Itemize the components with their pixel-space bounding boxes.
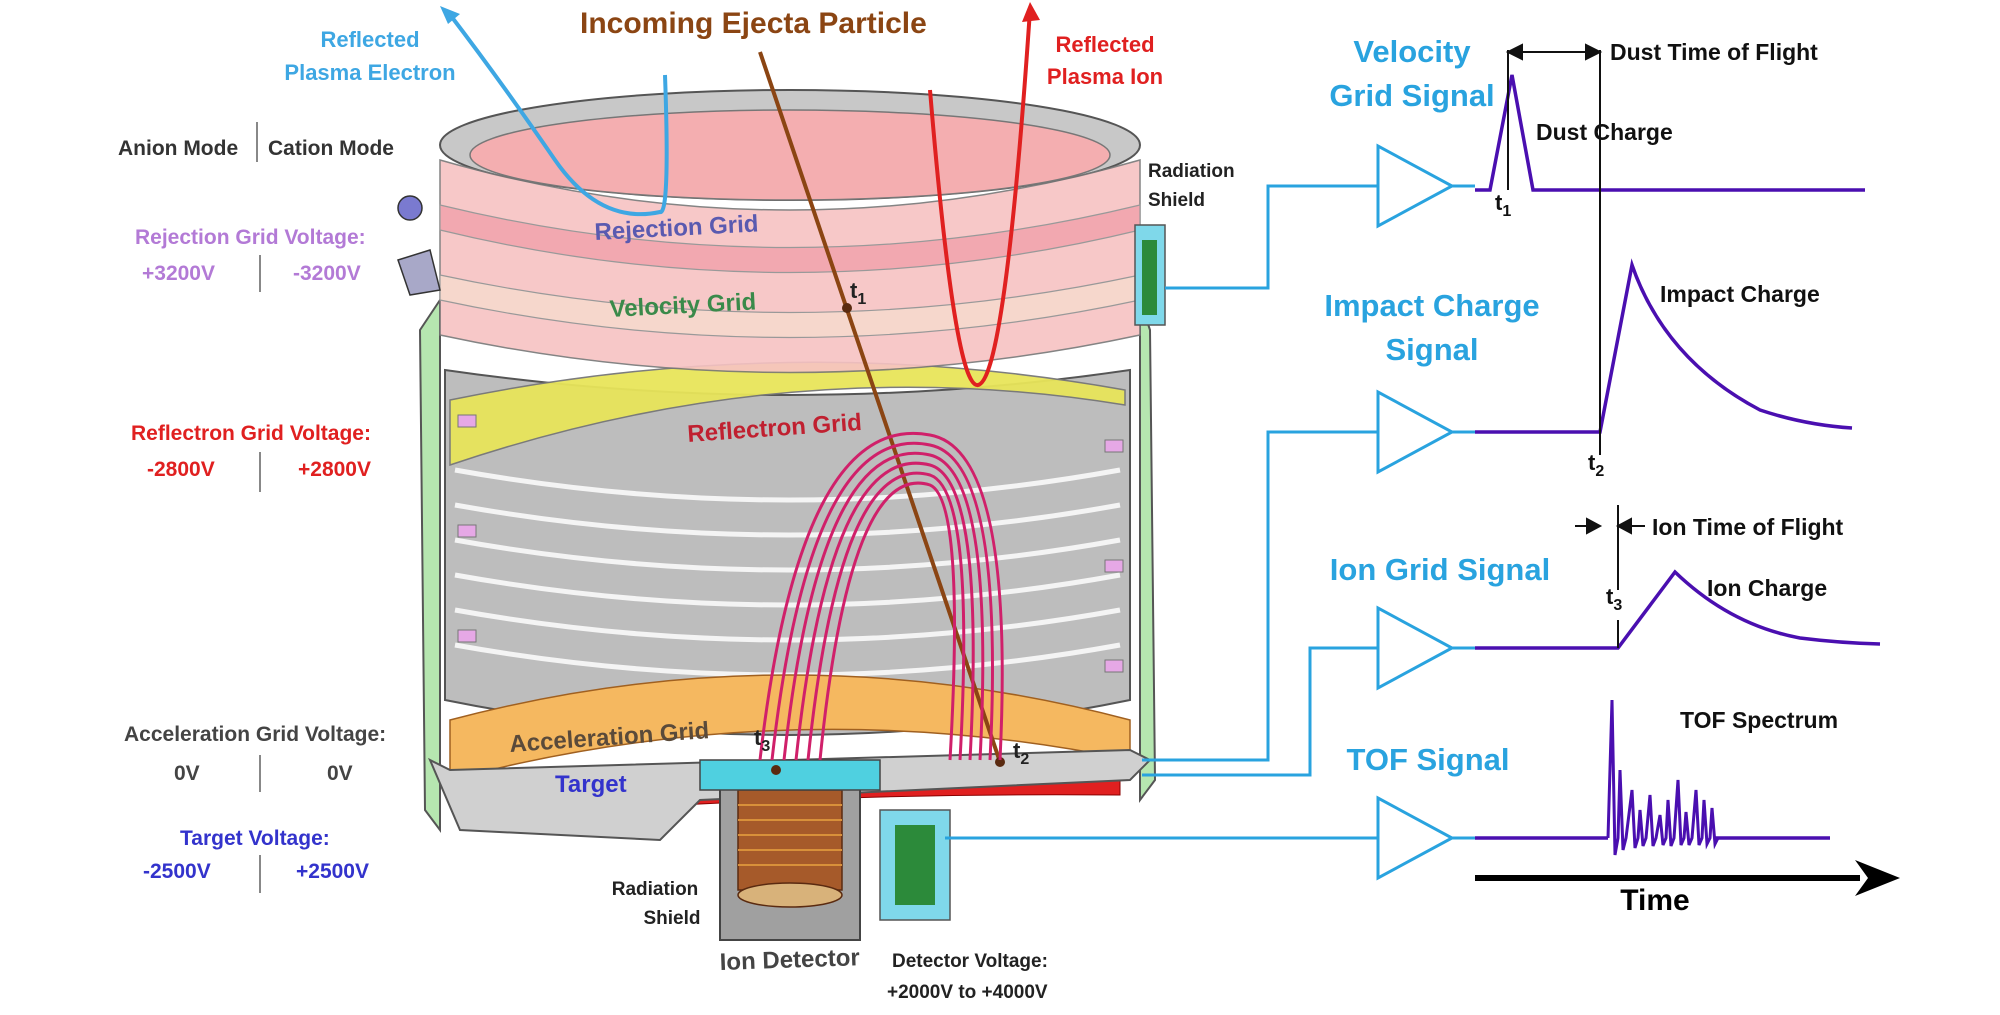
velocity-signal-title-line1: Velocity <box>1353 34 1471 69</box>
target-cation-value: +2500V <box>296 860 369 883</box>
signal-traces <box>1475 74 1881 840</box>
reflected-electron-line2: Plasma Electron <box>284 60 455 85</box>
t1-dot <box>842 303 852 313</box>
velocity-amplifier-icon <box>1376 143 1456 229</box>
tof-spectrum-trace <box>1606 699 1721 856</box>
signal-wires <box>945 184 1378 840</box>
ion-trace <box>1475 569 1881 650</box>
tof-spectrum-spikes <box>1606 699 1721 856</box>
detector-voltage-line1: Detector Voltage: <box>892 951 1048 972</box>
left-labels: Anion Mode Cation Mode Rejection Grid Vo… <box>118 122 394 893</box>
impact-charge-label: Impact Charge <box>1660 281 1820 307</box>
tof-amplifier-icon <box>1376 795 1456 881</box>
t2-dot <box>995 757 1005 767</box>
reflectron-cation-value: +2800V <box>298 458 371 481</box>
signal-titles: Velocity Grid Signal Impact Charge Signa… <box>1324 34 1550 777</box>
detector-voltage-line2: +2000V to +4000V <box>887 982 1048 1003</box>
velocity-signal-title-line2: Grid Signal <box>1329 78 1494 113</box>
rejection-voltage-label: Rejection Grid Voltage: <box>135 226 366 249</box>
t2-label: t2 <box>1013 738 1029 768</box>
impact-amplifier-icon <box>1376 389 1456 475</box>
radiation-shield-bottom-line2: Shield <box>643 908 700 929</box>
rejection-anion-value: +3200V <box>142 262 215 285</box>
reflected-electron-path <box>446 10 669 217</box>
ion-charge-label: Ion Charge <box>1707 575 1827 601</box>
t3-dot <box>771 765 781 775</box>
ion-trajectories <box>758 432 1004 761</box>
reflected-ion-path <box>928 9 1032 387</box>
diagram-title: Incoming Ejecta Particle <box>580 7 927 40</box>
t3-label: t3 <box>754 725 770 755</box>
radiation-shield-top-line2: Shield <box>1148 190 1205 211</box>
ion-tof-arrow <box>1575 517 1645 535</box>
impact-signal-title-line2: Signal <box>1385 332 1478 367</box>
target-anion-value: -2500V <box>143 860 211 883</box>
impact-trace <box>1475 258 1853 434</box>
acceleration-voltage-label: Acceleration Grid Voltage: <box>124 723 386 746</box>
rejection-cation-value: -3200V <box>293 262 361 285</box>
ion-amplifier-icon <box>1376 605 1456 691</box>
acceleration-anion-value: 0V <box>174 762 200 785</box>
reflected-ion-line2: Plasma Ion <box>1047 64 1163 89</box>
reflected-electron-line1: Reflected <box>320 27 419 52</box>
signal-t2-label: t2 <box>1588 450 1604 480</box>
velocity-trace <box>1475 74 1865 192</box>
tof-signal-title: TOF Signal <box>1346 742 1509 777</box>
dust-charge-label: Dust Charge <box>1536 119 1673 145</box>
time-marker-lines <box>1507 50 1619 648</box>
ion-detector-label: Ion Detector <box>719 944 860 976</box>
signal-t1-label: t1 <box>1495 190 1511 220</box>
time-axis-arrowhead <box>1855 860 1900 896</box>
radiation-shield-top-line1: Radiation <box>1148 161 1235 182</box>
ion-time-of-flight-label: Ion Time of Flight <box>1652 514 1844 540</box>
amplifiers <box>1376 143 1456 881</box>
target-voltage-label: Target Voltage: <box>180 827 330 850</box>
instrument-cutaway <box>397 89 1166 941</box>
mode-cation-label: Cation Mode <box>268 137 394 160</box>
signal-t3-label: t3 <box>1606 584 1622 614</box>
reflected-ion-line1: Reflected <box>1055 32 1154 57</box>
t1-label: t1 <box>850 278 866 308</box>
reflectron-anion-value: -2800V <box>147 458 215 481</box>
ion-signal-title: Ion Grid Signal <box>1330 552 1550 587</box>
time-axis: Time <box>1475 860 1900 917</box>
radiation-shield-bottom-line1: Radiation <box>612 879 699 900</box>
tof-spectrum-label: TOF Spectrum <box>1680 707 1838 733</box>
dust-tof-arrow <box>1505 43 1603 61</box>
mode-anion-label: Anion Mode <box>118 137 238 160</box>
ejecta-particle-path <box>758 51 1002 763</box>
time-axis-label: Time <box>1620 884 1689 917</box>
target-label: Target <box>555 771 627 798</box>
dust-time-of-flight-label: Dust Time of Flight <box>1610 39 1818 65</box>
impact-signal-title-line1: Impact Charge <box>1324 288 1539 323</box>
acceleration-cation-value: 0V <box>327 762 353 785</box>
reflectron-voltage-label: Reflectron Grid Voltage: <box>131 422 371 445</box>
